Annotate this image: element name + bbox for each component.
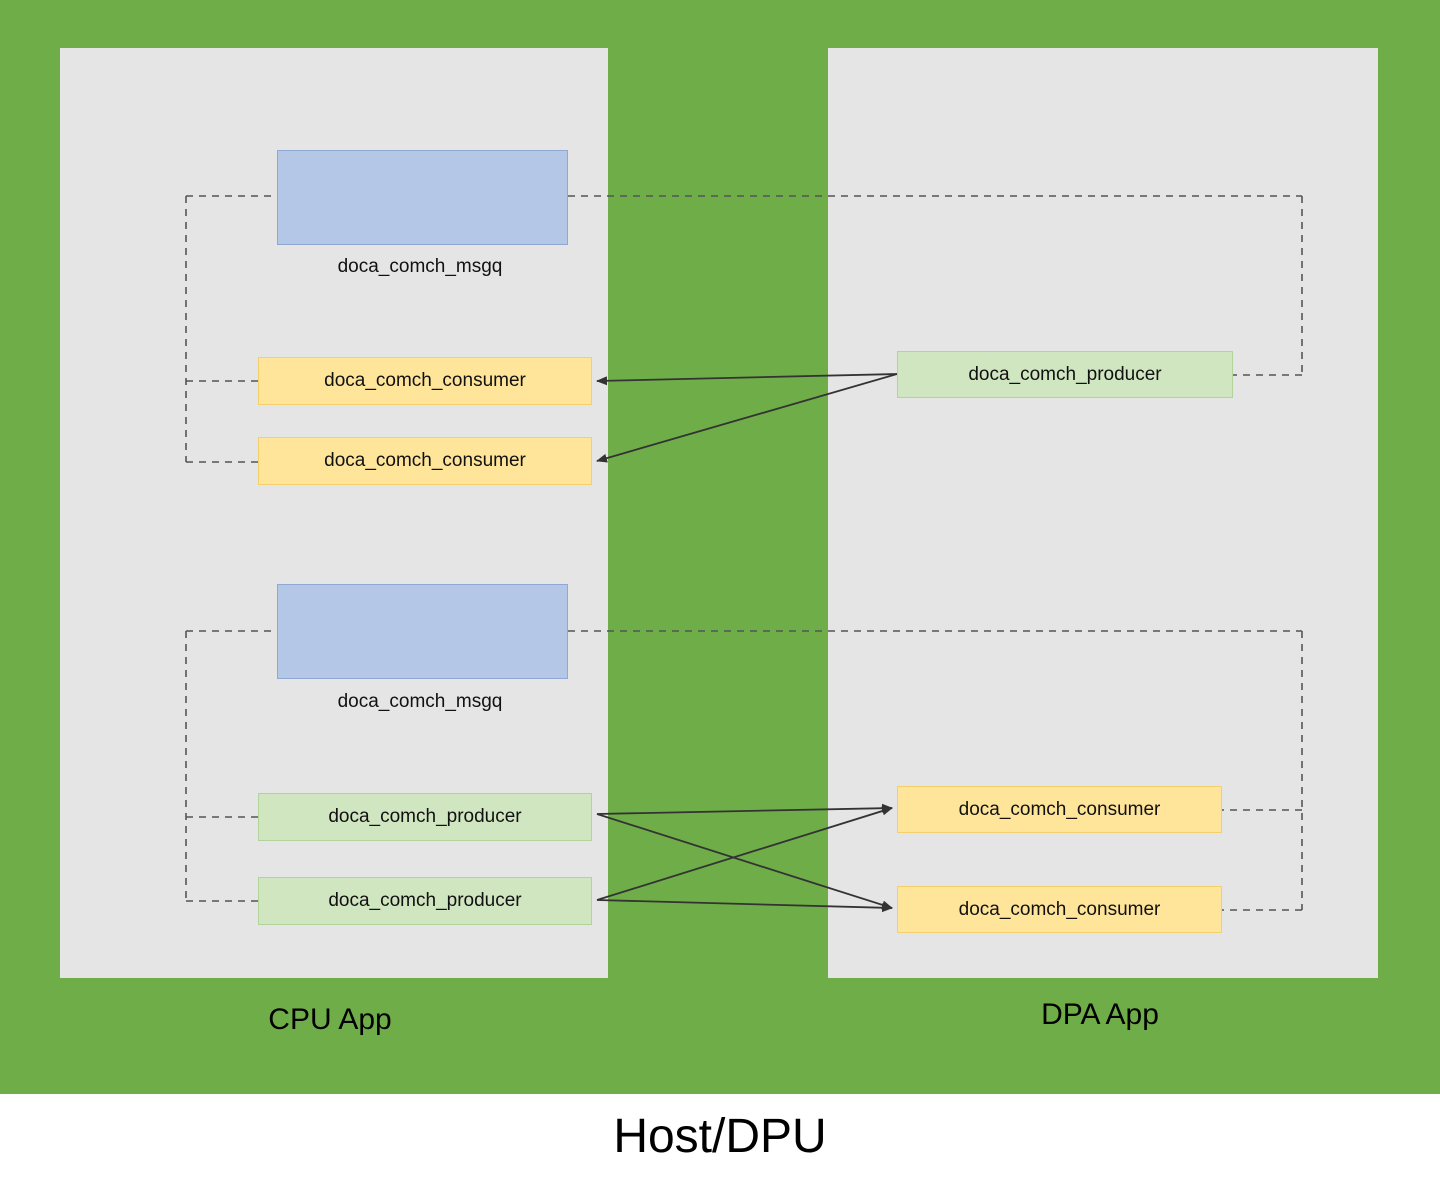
- node-dpa-consumer-2[interactable]: doca_comch_consumer: [897, 886, 1222, 933]
- node-label: doca_comch_consumer: [958, 798, 1161, 820]
- node-dpa-consumer-1[interactable]: doca_comch_consumer: [897, 786, 1222, 833]
- node-label: doca_comch_consumer: [324, 370, 526, 391]
- node-label: doca_comch_producer: [968, 363, 1162, 385]
- node-dpa-producer-1[interactable]: doca_comch_producer: [897, 351, 1233, 398]
- node-cpu-consumer-2[interactable]: doca_comch_consumer: [258, 437, 592, 485]
- caption-msgq-bottom: doca_comch_msgq: [337, 691, 503, 712]
- node-cpu-producer-1[interactable]: doca_comch_producer: [258, 793, 592, 841]
- node-label: doca_comch_producer: [328, 806, 522, 827]
- panel-dpa-app: [828, 48, 1378, 978]
- node-label: doca_comch_consumer: [958, 898, 1161, 920]
- label-cpu-app: CPU App: [268, 1003, 392, 1036]
- node-label: doca_comch_consumer: [324, 450, 526, 471]
- label-dpa-app: DPA App: [1041, 998, 1159, 1031]
- node-cpu-consumer-1[interactable]: doca_comch_consumer: [258, 357, 592, 405]
- node-cpu-producer-2[interactable]: doca_comch_producer: [258, 877, 592, 925]
- node-label: doca_comch_producer: [328, 890, 522, 911]
- label-host-dpu: Host/DPU: [613, 1110, 827, 1163]
- node-msgq-top[interactable]: [277, 150, 568, 245]
- node-msgq-bottom[interactable]: [277, 584, 568, 679]
- caption-msgq-top: doca_comch_msgq: [337, 256, 503, 277]
